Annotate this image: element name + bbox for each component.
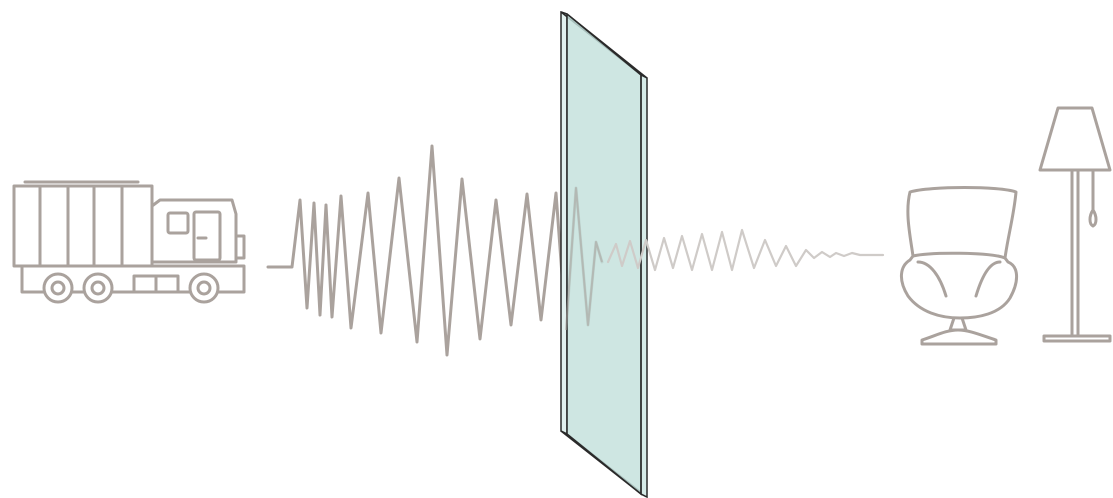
egg-armchair-icon [900,186,1018,346]
transmitted-sound-wave [606,228,885,272]
incoming-sound-wave [266,144,604,357]
dump-truck-icon [12,180,246,304]
wave-through-glass [565,187,603,331]
floor-lamp-icon [1038,106,1112,343]
